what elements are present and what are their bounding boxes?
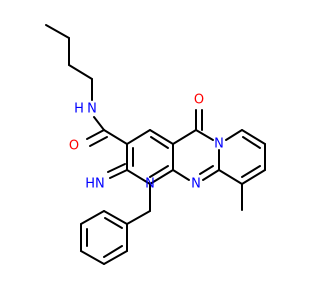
bonds [45,24,266,265]
bond [45,24,70,39]
molecule-canvas: N H O O HN N N N [45,24,266,265]
bond [103,250,128,265]
bond [225,129,243,141]
bond [241,169,266,185]
bond [104,217,123,229]
bond [80,210,105,225]
bond [107,163,126,173]
bond [126,129,151,145]
bond [199,165,214,175]
bond [241,165,261,178]
bond [103,129,128,145]
bond [241,129,266,145]
amide-nitrogen-label: N [87,102,97,117]
imine-label: HN [85,177,105,192]
bond [126,169,151,185]
ring-nitrogen-benzyl-label: N [145,177,155,192]
ketone-oxygen-label: O [194,93,204,108]
amide-hydrogen-label: H [74,102,84,117]
bond [68,64,93,80]
bond [149,129,174,145]
bond [195,129,214,141]
bond [202,169,220,181]
molecule-structure: N H O O HN N N N [45,24,266,265]
bond [93,116,105,131]
bond [150,136,169,149]
amide-oxygen-label: O [69,139,79,154]
bond [149,169,174,185]
bond [172,129,197,145]
bond [149,165,169,178]
bond [80,250,105,265]
bond [103,210,128,225]
ring-nitrogen-middle-label: N [191,177,201,192]
bond [126,210,151,225]
bond [172,169,190,181]
bond [242,136,261,149]
atom-labels: N H O O HN N N N [69,93,224,192]
ring-nitrogen-pyrido-label: N [214,137,224,152]
bond [103,245,123,258]
bond [86,129,105,140]
bond [89,136,108,147]
bond [218,169,243,185]
bond [109,169,128,179]
